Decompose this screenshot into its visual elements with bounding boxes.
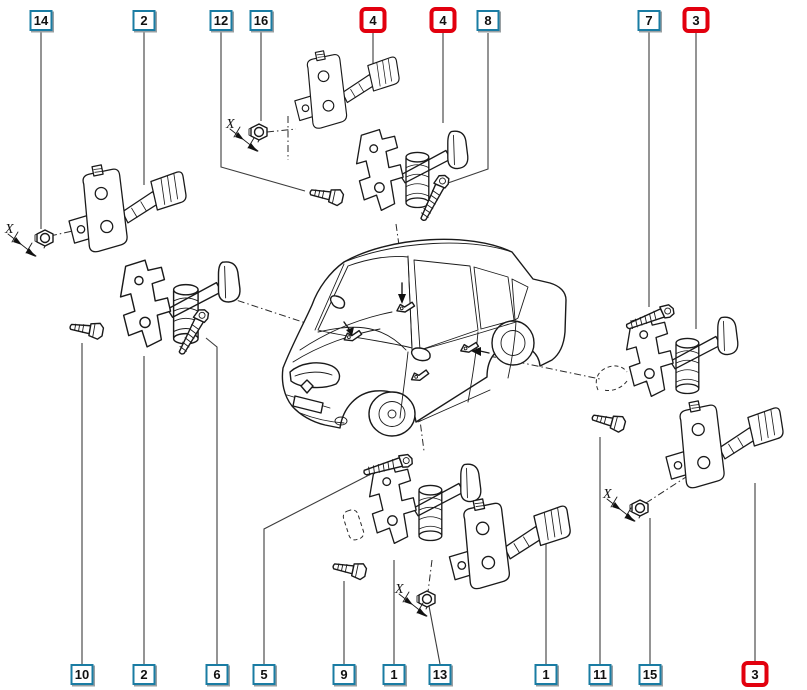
- callout-11-bottom[interactable]: 11: [588, 664, 612, 685]
- callout-12-top[interactable]: 12: [209, 10, 233, 31]
- fastener-bolt-12[interactable]: [307, 183, 345, 208]
- fastener-bolt-9[interactable]: [330, 557, 368, 582]
- fastener-nut-16[interactable]: [248, 123, 268, 143]
- x-annotation-1: X: [4, 222, 37, 258]
- callout-14-top[interactable]: 14: [29, 10, 53, 31]
- leader-lines: [40, 31, 756, 665]
- callout-2-bottom[interactable]: 2: [132, 664, 156, 685]
- callout-8-top[interactable]: 8: [476, 10, 500, 31]
- callout-5-bottom[interactable]: 5: [252, 664, 276, 685]
- fastener-nut-13[interactable]: [416, 590, 436, 610]
- callout-13-bottom[interactable]: 13: [428, 664, 452, 685]
- callout-3-bottom[interactable]: 3: [741, 661, 769, 687]
- callout-1-bottom-left[interactable]: 1: [382, 664, 406, 685]
- callout-7-top[interactable]: 7: [637, 10, 661, 31]
- x-annotation-2: X: [225, 117, 259, 153]
- fastener-nut-15[interactable]: [629, 499, 649, 519]
- callout-4-top-left[interactable]: 4: [359, 7, 387, 33]
- part-rear-left-hinge-assembly[interactable]: [368, 461, 482, 545]
- callout-3-top[interactable]: 3: [682, 7, 710, 33]
- location-arrows: [343, 282, 490, 356]
- part-front-left-lower-hinge-assembly[interactable]: [119, 259, 241, 348]
- part-front-right-upper-check-strap[interactable]: [294, 50, 400, 129]
- callout-2-top[interactable]: 2: [132, 10, 156, 31]
- fastener-bolt-11[interactable]: [589, 408, 628, 434]
- callout-10-bottom[interactable]: 10: [70, 664, 94, 685]
- fastener-bolt-10[interactable]: [68, 317, 105, 341]
- ghost-outlines: [342, 365, 628, 541]
- x-annotation-3: X: [394, 582, 428, 618]
- car-illustration: [281, 238, 567, 437]
- svg-text:X: X: [4, 222, 14, 237]
- callout-1-bottom-right[interactable]: 1: [534, 664, 558, 685]
- svg-text:X: X: [225, 117, 235, 132]
- svg-text:X: X: [602, 487, 612, 502]
- svg-text:X: X: [394, 582, 404, 597]
- fastener-nut-14[interactable]: [34, 229, 54, 249]
- part-front-left-upper-check-strap[interactable]: [68, 164, 187, 253]
- part-front-right-lower-hinge-assembly[interactable]: [355, 128, 469, 212]
- x-annotation-4: X: [602, 487, 636, 523]
- part-rear-left-check-strap[interactable]: [448, 498, 571, 590]
- callout-9-bottom[interactable]: 9: [332, 664, 356, 685]
- callout-6-bottom[interactable]: 6: [205, 664, 229, 685]
- callout-16-top[interactable]: 16: [249, 10, 273, 31]
- callout-4-top-right[interactable]: 4: [429, 7, 457, 33]
- part-rear-right-check-strap[interactable]: [665, 400, 784, 489]
- part-rear-right-hinge-assembly[interactable]: [625, 314, 739, 398]
- callout-15-bottom[interactable]: 15: [638, 664, 662, 685]
- fastener-screw-6[interactable]: [173, 306, 212, 358]
